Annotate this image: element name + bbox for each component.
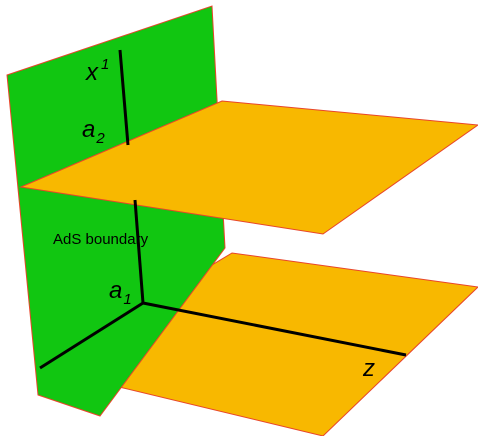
- brane-a1-label-base: a: [109, 277, 122, 304]
- z-axis: [142, 301, 407, 357]
- x-axis-upper: [118, 49, 130, 146]
- x-axis-label-base: x: [85, 59, 99, 86]
- ads-boundary-plane: [6, 5, 226, 417]
- x-axis-label-superscript: 1: [101, 56, 109, 73]
- brane-a2-label-base: a: [82, 116, 95, 143]
- z-axis-label: z: [362, 355, 375, 382]
- boundary-intersection-line: [39, 301, 144, 370]
- brane-a2-label: a2: [82, 116, 105, 147]
- x-axis-lower: [133, 199, 145, 304]
- brane-a1-label: a1: [109, 277, 132, 308]
- brane-a1-label-subscript: 1: [123, 291, 131, 308]
- brane-a2-label-subscript: 2: [95, 130, 105, 147]
- ads-boundary-label: AdS boundary: [53, 231, 149, 248]
